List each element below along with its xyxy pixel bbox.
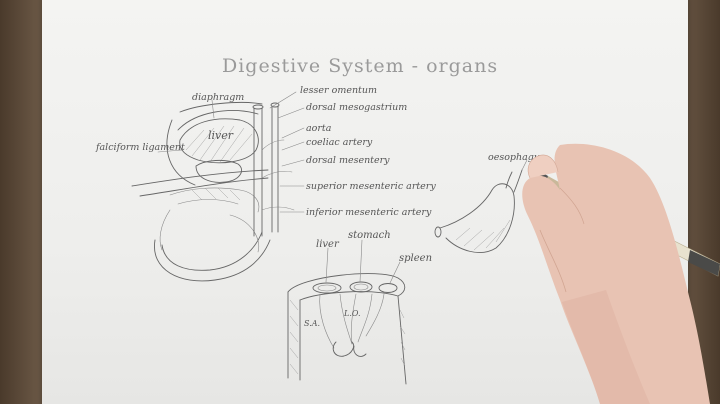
label-sa: S.A. bbox=[304, 319, 320, 328]
label-inferior-mesenteric-artery: inferior mesenteric artery bbox=[306, 207, 432, 218]
label-liver: liver bbox=[208, 129, 234, 142]
label-liver-bottom: liver bbox=[316, 239, 340, 250]
label-dorsal-mesogastrium: dorsal mesogastrium bbox=[306, 102, 407, 113]
stomach-sketch bbox=[434, 159, 528, 253]
cross-section bbox=[287, 239, 407, 385]
label-lesser-omentum: lesser omentum bbox=[300, 85, 377, 96]
label-superior-mesenteric-artery: superior mesenteric artery bbox=[306, 181, 436, 192]
hand-with-pencil bbox=[522, 143, 720, 404]
label-falciform-ligament: falciform ligament bbox=[95, 142, 185, 153]
label-spleen: spleen bbox=[399, 253, 432, 264]
label-aorta: aorta bbox=[306, 123, 332, 134]
liver-outline bbox=[179, 118, 259, 164]
diagram-title: Digestive System - organs bbox=[222, 55, 498, 77]
label-dorsal-mesentery: dorsal mesentery bbox=[306, 155, 390, 166]
label-stomach: stomach bbox=[348, 230, 391, 241]
label-lo: L.O. bbox=[343, 309, 361, 318]
label-diaphragm: diaphragm bbox=[192, 92, 244, 103]
label-coeliac-artery: coeliac artery bbox=[306, 137, 373, 148]
label-oesophagus: oesophagus bbox=[488, 152, 545, 163]
sagittal-section bbox=[131, 91, 305, 282]
